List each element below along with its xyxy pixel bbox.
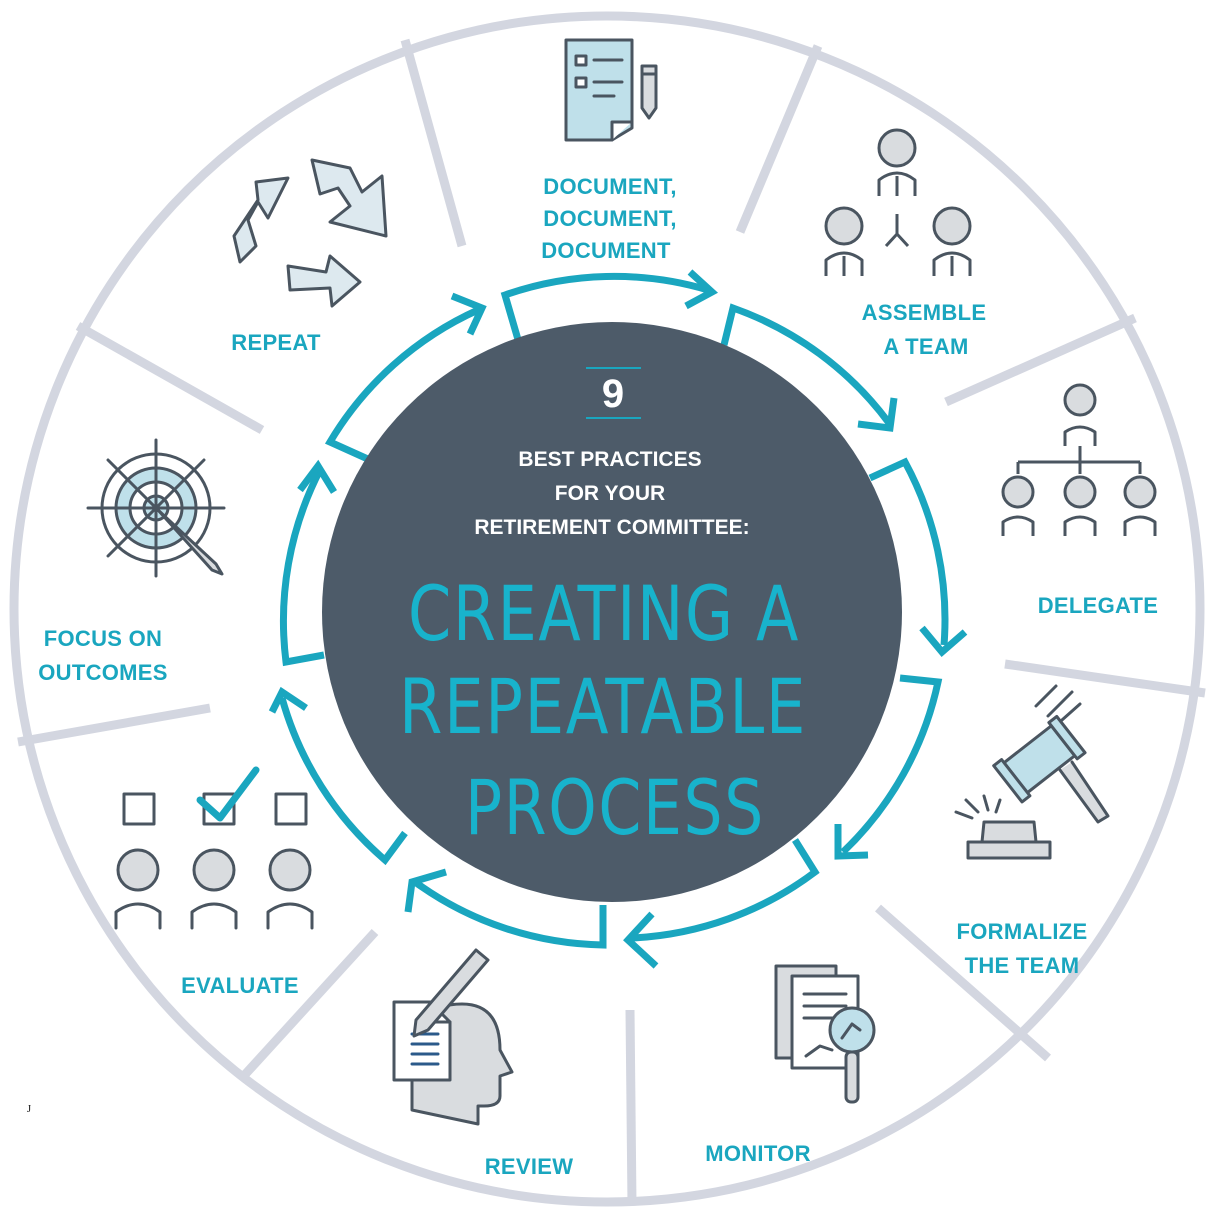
cycle-arrows bbox=[278, 272, 949, 949]
arrowhead bbox=[404, 868, 447, 913]
cycle-arc bbox=[324, 306, 480, 464]
divider bbox=[735, 44, 823, 234]
ring-dividers bbox=[17, 38, 1206, 1206]
target-arrow-icon bbox=[86, 438, 226, 578]
step-label-document-1: DOCUMENT, bbox=[543, 174, 676, 199]
divider bbox=[17, 703, 211, 747]
cycle-arc bbox=[840, 674, 943, 855]
cycle-arc bbox=[868, 457, 949, 646]
arrowhead bbox=[268, 686, 308, 714]
step-label-monitor: MONITOR bbox=[705, 1141, 811, 1166]
documents-magnifier-icon bbox=[774, 964, 876, 1104]
arrowhead bbox=[450, 292, 487, 336]
subtitle-line-3: RETIREMENT COMMITTEE: bbox=[474, 516, 749, 539]
divider bbox=[875, 904, 1051, 1062]
arrowhead bbox=[834, 824, 869, 860]
arrowhead bbox=[623, 911, 659, 969]
head-document-pencil-icon bbox=[392, 948, 514, 1126]
cycle-arc bbox=[631, 838, 820, 942]
center-disc bbox=[322, 322, 902, 902]
arrowhead bbox=[919, 625, 968, 657]
recycle-arrows-icon bbox=[232, 158, 388, 308]
step-label-assemble-1: ASSEMBLE bbox=[862, 300, 987, 325]
step-label-document-2: DOCUMENT, bbox=[543, 206, 676, 231]
cycle-arrowheads bbox=[268, 269, 968, 969]
stray-mark: J bbox=[27, 1103, 32, 1115]
divider bbox=[625, 1009, 637, 1206]
cycle-arc bbox=[278, 697, 408, 866]
cycle-arc bbox=[412, 879, 607, 949]
divider bbox=[400, 38, 467, 248]
checklist-pencil-icon bbox=[564, 38, 658, 142]
step-label-formalize-1: FORMALIZE bbox=[956, 919, 1087, 944]
subtitle-line-1: BEST PRACTICES bbox=[518, 448, 701, 471]
outer-ring-circle bbox=[9, 11, 1205, 1207]
divider bbox=[75, 322, 265, 434]
step-label-assemble-2: A TEAM bbox=[883, 334, 968, 359]
arrowhead bbox=[684, 269, 719, 310]
cycle-arc bbox=[500, 272, 709, 344]
step-label-review: REVIEW bbox=[485, 1154, 574, 1179]
title-line-3: PROCESS bbox=[465, 763, 765, 852]
divider bbox=[236, 928, 379, 1084]
cycle-arc bbox=[279, 468, 325, 667]
title-line-1: CREATING A bbox=[408, 569, 800, 658]
vote-people-icon bbox=[114, 766, 314, 930]
title-line-2: REPEATABLE bbox=[399, 662, 807, 751]
subtitle-line-2: FOR YOUR bbox=[555, 482, 665, 505]
arrowhead bbox=[857, 397, 898, 432]
step-label-focus-1: FOCUS ON bbox=[44, 626, 163, 651]
step-label-evaluate: EVALUATE bbox=[181, 973, 299, 998]
outer-ring bbox=[9, 11, 1205, 1207]
divider bbox=[1004, 659, 1206, 698]
team-group-icon bbox=[824, 128, 972, 276]
org-chart-icon bbox=[1001, 383, 1157, 536]
step-label-formalize-2: THE TEAM bbox=[965, 953, 1080, 978]
divider bbox=[944, 313, 1137, 407]
cycle-arc bbox=[720, 303, 892, 426]
step-label-focus-2: OUTCOMES bbox=[38, 660, 168, 685]
step-label-document-3: DOCUMENT bbox=[541, 238, 671, 263]
arrowhead bbox=[297, 459, 337, 494]
practice-count: 9 bbox=[602, 372, 624, 416]
gavel-icon bbox=[954, 684, 1110, 860]
step-label-repeat: REPEAT bbox=[231, 330, 321, 355]
step-label-delegate: DELEGATE bbox=[1038, 593, 1159, 618]
